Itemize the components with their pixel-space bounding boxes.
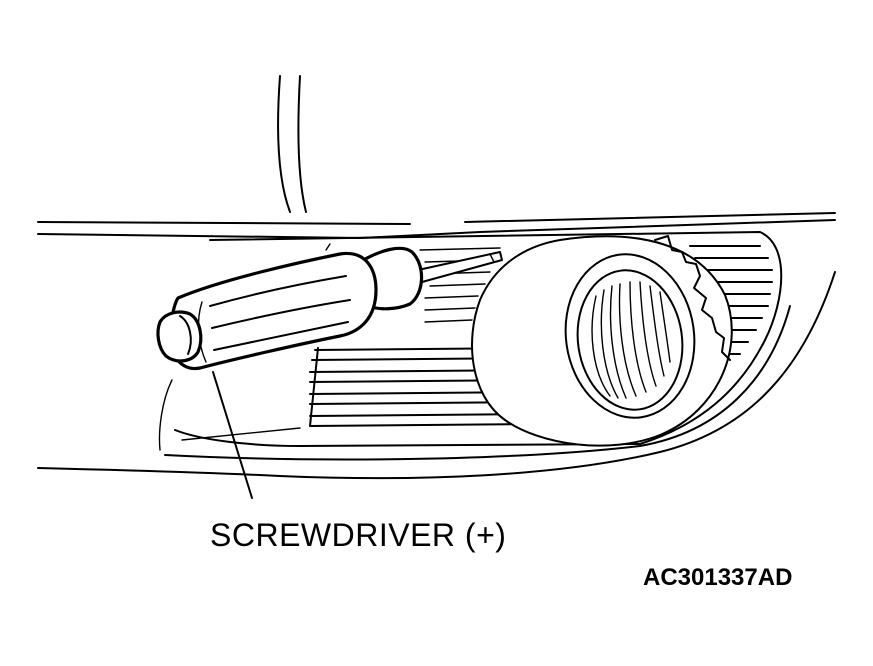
screwdriver-shaft <box>417 251 503 283</box>
screwdriver-callout-label: SCREWDRIVER (+) <box>210 517 507 553</box>
screwdriver-leader-line <box>212 371 253 499</box>
bumper-upper-contour <box>37 212 836 239</box>
screwdriver-handle <box>156 246 424 371</box>
body-panel-edge <box>277 75 307 213</box>
fog-lamp-lens <box>564 253 696 419</box>
bumper-lower-contour <box>37 271 836 480</box>
figure-code: AC301337AD <box>643 564 793 591</box>
